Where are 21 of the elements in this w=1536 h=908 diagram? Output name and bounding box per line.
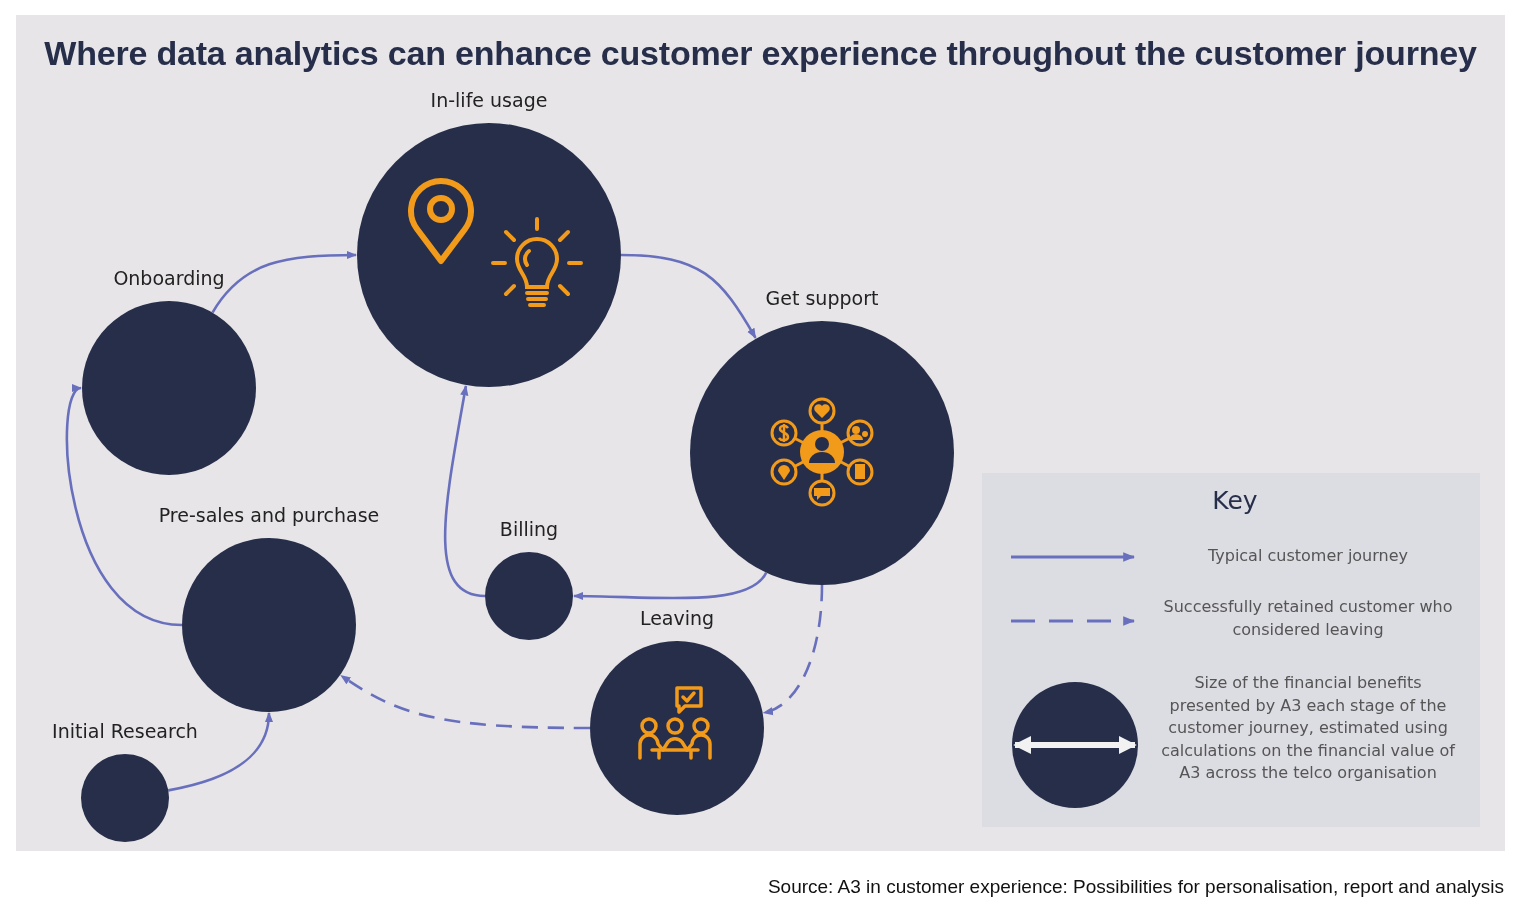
title: Where data analytics can enhance customer experience throughout the customer journey [43,34,1478,73]
stage-label: Pre-sales and purchase [157,504,381,526]
arrow [620,253,757,339]
caption: Source: A3 in customer experience: Possibilities for personalisation, report and analysis [767,876,1504,898]
legend-text: Successfully retained customer who considered leaving [1162,596,1454,641]
dashed-arrow [762,584,824,715]
arrow [211,250,358,314]
dashed-arrow [340,674,590,730]
legend-text: Size of the financial benefits presented by A3 each stage of the customer journey, estimated using calculations on the financial value of A3 across the telco organisation [1160,672,1457,784]
arrow [168,711,273,792]
arrow [572,571,768,601]
stage-label: Onboarding [112,267,226,289]
arrow [443,384,486,598]
stage-label: Billing [498,518,560,540]
key-heading: Key [1211,486,1259,515]
stage-label: Get support [764,287,880,309]
arrow [65,386,183,627]
legend-text: Typical customer journey [1206,545,1409,567]
stage-label: Initial Research [51,720,199,742]
stage-label: Leaving [638,607,716,629]
stage-label: In-life usage [429,89,549,111]
